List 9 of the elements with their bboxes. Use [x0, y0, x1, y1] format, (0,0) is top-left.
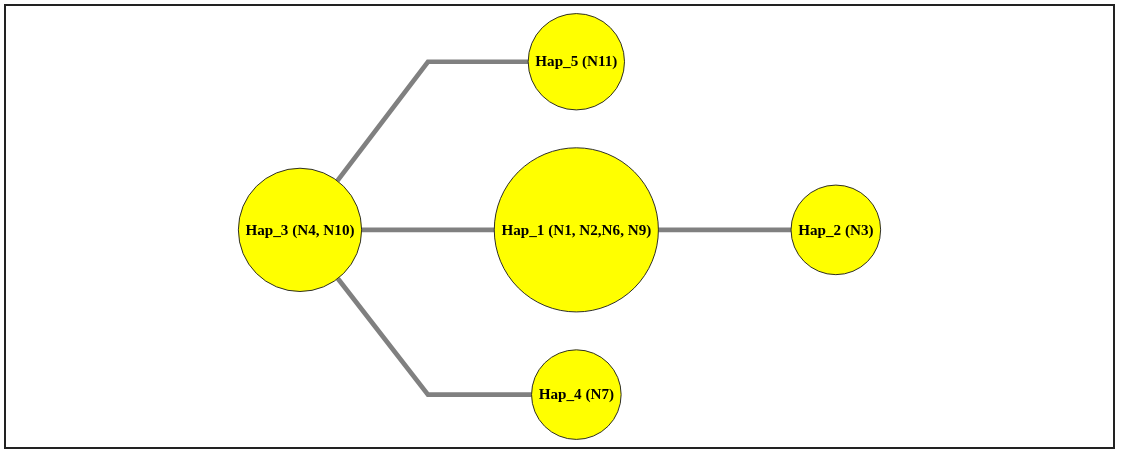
- connector: [335, 59, 529, 183]
- node-circle: Hap_1 (N1, N2,N6, N9): [493, 147, 659, 313]
- connector: [335, 277, 532, 397]
- node-circle: Hap_2 (N3): [790, 184, 882, 276]
- connector: [361, 227, 495, 233]
- node-circle: Hap_3 (N4, N10): [237, 167, 363, 292]
- node-circle: Hap_5 (N11): [527, 13, 625, 111]
- connector: [658, 227, 792, 233]
- node-circle: Hap_4 (N7): [531, 349, 622, 440]
